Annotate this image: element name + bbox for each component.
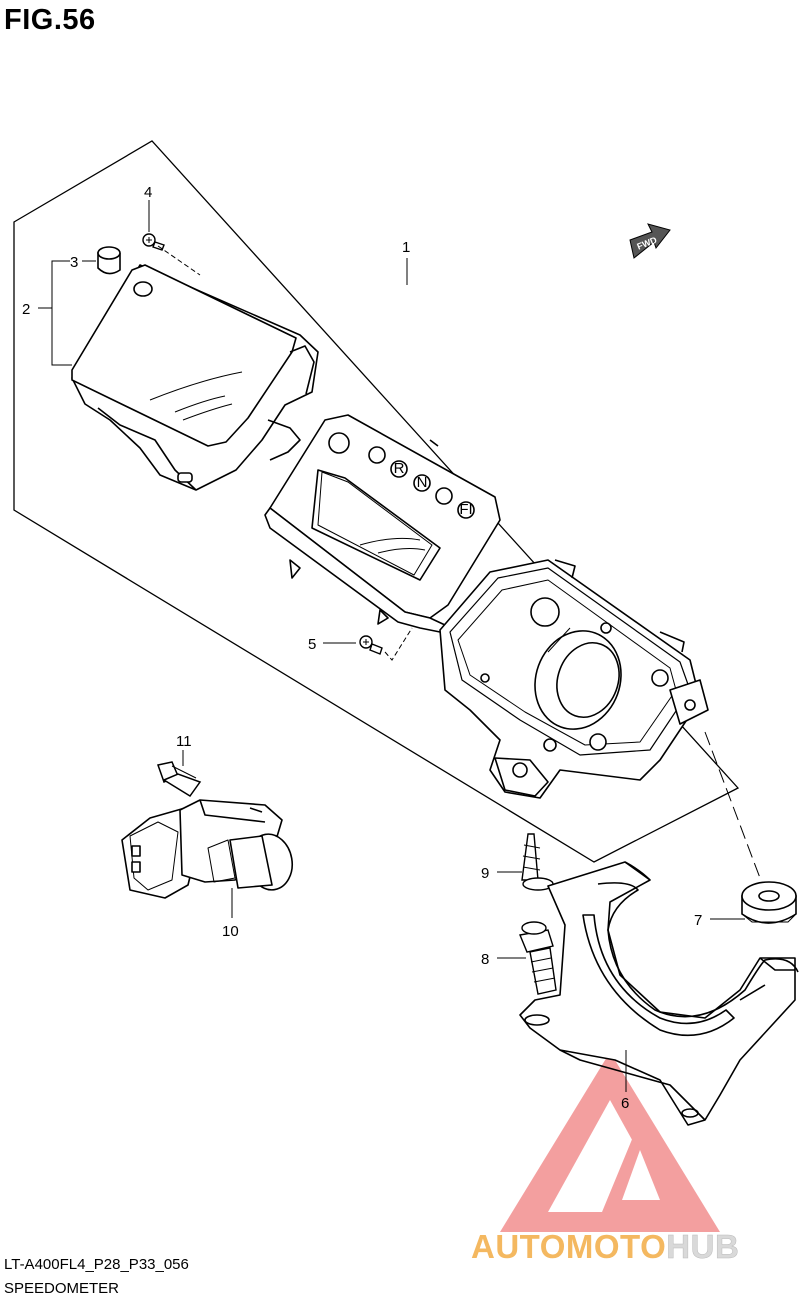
callout-numbers: 1 2 3 4 5 6 7 8 9 10 11 — [22, 184, 702, 1112]
speed-sensor-part-10 — [121, 799, 294, 899]
assembly-outline — [13, 140, 740, 863]
indicator-label-fi: FI — [459, 501, 472, 518]
callout-8: 8 — [481, 951, 489, 968]
callout-2: 2 — [22, 301, 30, 318]
bracket-part-6 — [519, 861, 799, 1126]
figure-title: FIG.56 — [4, 4, 96, 36]
indicator-light-labels: R N FI — [394, 460, 473, 518]
meter-cap-part — [97, 246, 121, 275]
section-name: SPEEDOMETER — [4, 1280, 120, 1297]
watermark-logo — [500, 1052, 720, 1232]
callout-6: 6 — [621, 1095, 629, 1112]
meter-cover-part — [71, 264, 319, 491]
indicator-label-r: R — [394, 460, 405, 477]
bolt-part-8 — [519, 921, 557, 995]
bolt-part-11 — [157, 761, 202, 798]
callout-5: 5 — [308, 636, 316, 653]
meter-case-part — [439, 559, 709, 799]
callout-11: 11 — [176, 733, 192, 750]
screw-part-9 — [521, 833, 554, 891]
callout-3: 3 — [70, 254, 78, 271]
indicator-label-n: N — [417, 474, 428, 491]
callout-10: 10 — [222, 923, 239, 940]
callout-4: 4 — [144, 184, 152, 201]
fwd-direction-arrow: FWD — [629, 223, 671, 259]
callout-7: 7 — [694, 912, 702, 929]
callout-9: 9 — [481, 865, 489, 882]
model-code: LT-A400FL4_P28_P33_056 — [4, 1256, 189, 1273]
screw-part-5 — [359, 635, 383, 655]
watermark-text-part-a: AUTOMOTO — [471, 1228, 667, 1265]
callout-1: 1 — [402, 239, 410, 256]
grommet-part-7 — [741, 881, 797, 924]
watermark-text: AUTOMOTOHUB — [471, 1228, 739, 1266]
watermark-text-part-b: HUB — [666, 1228, 740, 1266]
meter-display-part — [264, 414, 501, 633]
